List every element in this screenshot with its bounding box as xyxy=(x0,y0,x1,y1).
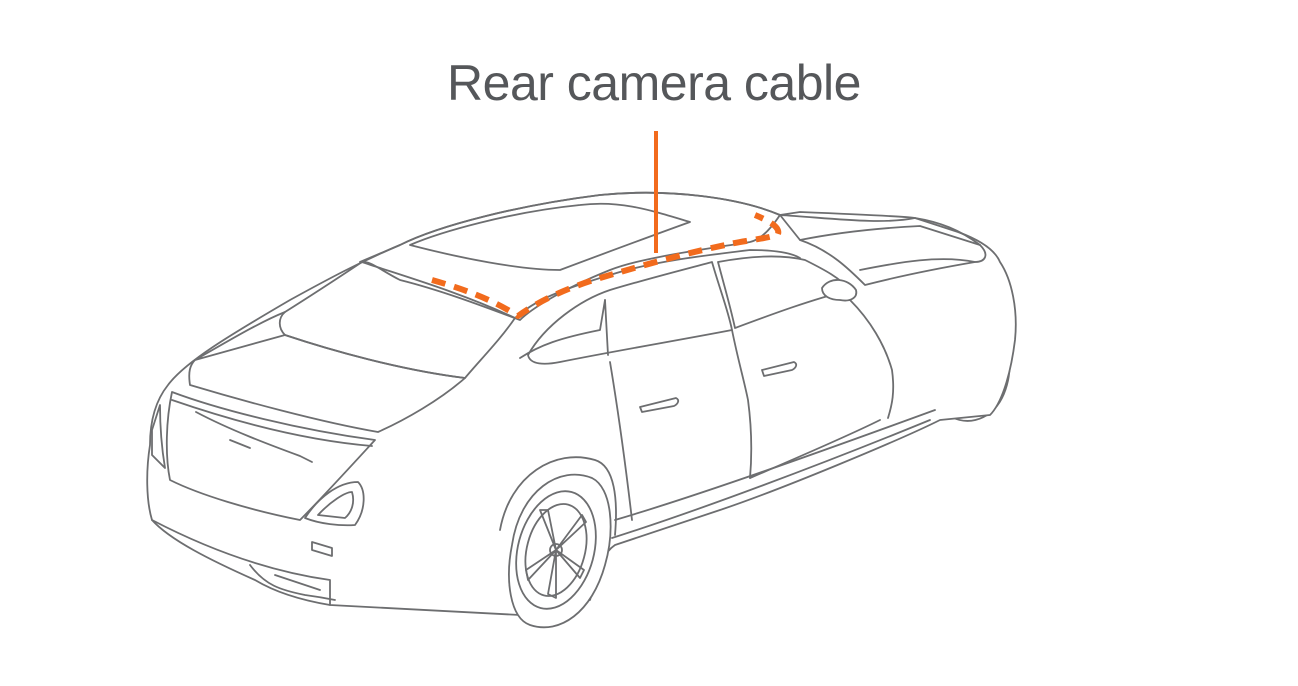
roof-outline xyxy=(359,191,781,321)
front-door-handle xyxy=(761,361,798,377)
rear-left-wheel xyxy=(499,456,617,629)
sunroof xyxy=(409,202,691,271)
rear-bumper xyxy=(151,519,336,606)
trunk-lid xyxy=(188,311,466,433)
rear-side-window xyxy=(527,261,733,365)
rear-door xyxy=(609,329,753,521)
c-pillar xyxy=(514,249,801,359)
hood xyxy=(779,214,987,286)
car-body xyxy=(146,191,1017,616)
rear-door-handle xyxy=(639,397,680,413)
side-mirror xyxy=(821,279,858,302)
rear-left-light xyxy=(151,404,166,469)
rear-right-light xyxy=(304,481,365,527)
rear-camera-cable-route xyxy=(431,212,782,319)
rear-camera-cable-label: Rear camera cable xyxy=(447,55,861,111)
rear-panel xyxy=(165,391,376,521)
side-sill xyxy=(611,419,931,539)
